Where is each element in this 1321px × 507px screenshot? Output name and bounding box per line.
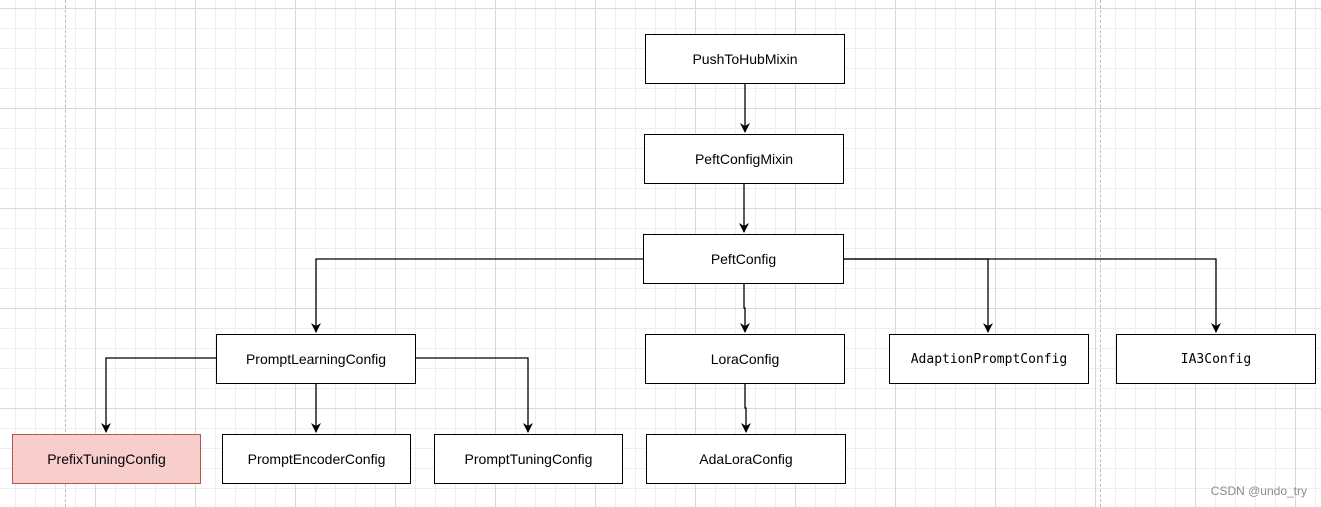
node-peft-config[interactable]: PeftConfig bbox=[643, 234, 844, 284]
page-guide-left bbox=[65, 0, 66, 507]
node-peft-config-mixin[interactable]: PeftConfigMixin bbox=[644, 134, 844, 184]
edge-promptlearningconfig-to-prefixtuningconfig bbox=[101, 357, 216, 433]
page-guide-right bbox=[1100, 0, 1101, 507]
edge-peftconfig-to-loraconfig bbox=[740, 284, 750, 333]
node-adaption-prompt-config[interactable]: AdaptionPromptConfig bbox=[889, 334, 1089, 384]
node-prompt-learning-config[interactable]: PromptLearningConfig bbox=[216, 334, 416, 384]
edge-peftconfig-to-adaptionpromptconfig bbox=[844, 258, 993, 333]
node-prompt-encoder-config[interactable]: PromptEncoderConfig bbox=[222, 434, 411, 484]
node-ia3-config[interactable]: IA3Config bbox=[1116, 334, 1316, 384]
node-ada-lora-config[interactable]: AdaLoraConfig bbox=[646, 434, 846, 484]
node-push-to-hub-mixin[interactable]: PushToHubMixin bbox=[645, 34, 845, 84]
node-lora-config[interactable]: LoraConfig bbox=[645, 334, 845, 384]
edge-peftconfig-to-ia3config bbox=[844, 258, 1221, 333]
edge-loraconfig-to-adaloraconfig bbox=[741, 384, 751, 433]
watermark: CSDN @undo_try bbox=[1210, 484, 1307, 498]
node-prompt-tuning-config[interactable]: PromptTuningConfig bbox=[434, 434, 623, 484]
edge-promptlearningconfig-to-prompttuningconfig bbox=[416, 357, 533, 433]
edge-peftconfig-to-promptlearningconfig bbox=[311, 258, 643, 333]
node-prefix-tuning-config[interactable]: PrefixTuningConfig bbox=[12, 434, 201, 484]
